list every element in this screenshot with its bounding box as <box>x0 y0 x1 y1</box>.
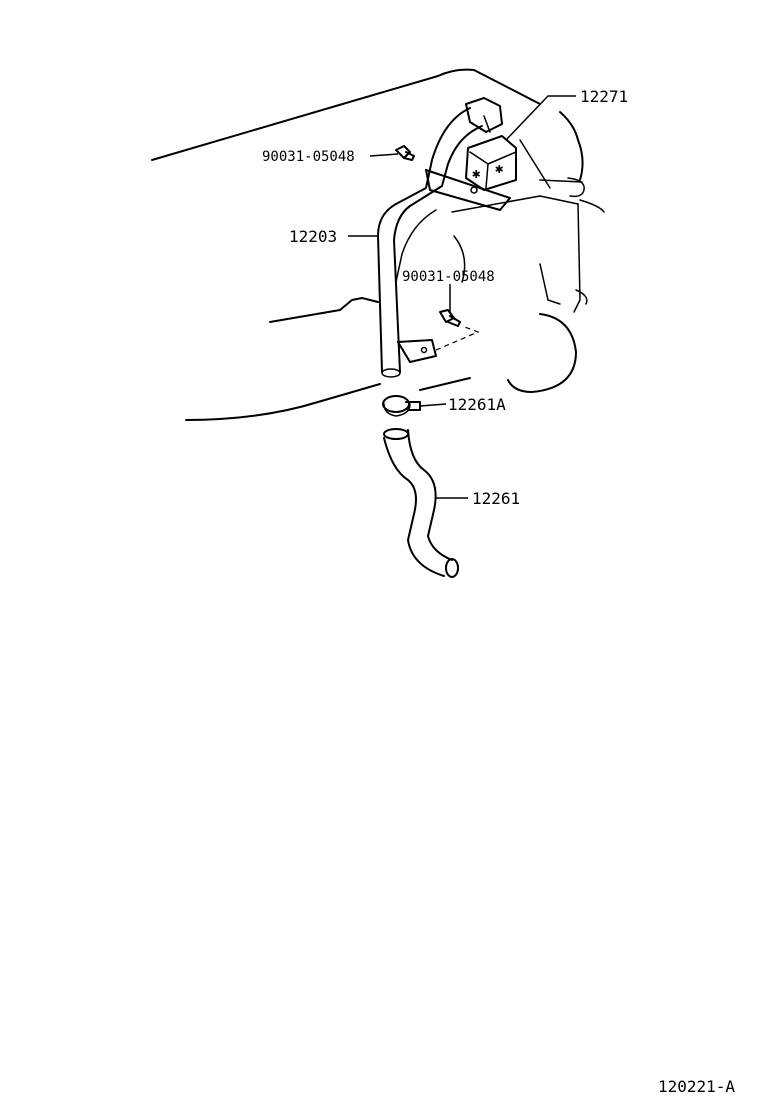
part-label-clamp: 12261A <box>448 395 506 414</box>
part-label-vsv: 12271 <box>580 87 628 106</box>
hose-12261-drawing <box>383 428 459 578</box>
svg-text:✱: ✱ <box>472 166 481 182</box>
vacuum-switching-valve-drawing: ✱ ✱ <box>465 97 517 191</box>
part-label-bolt-upper: 90031-05048 <box>262 149 355 165</box>
part-label-bolt-lower: 90031-05048 <box>402 269 495 285</box>
pipe-12203-drawing <box>377 107 511 378</box>
engine-outline <box>151 68 605 421</box>
illustration-code: 120221-A <box>658 1077 735 1096</box>
part-label-hose: 12261 <box>472 489 520 508</box>
bolt-lower-drawing <box>439 309 461 327</box>
clamp-12261a-drawing <box>382 395 421 417</box>
part-label-pipe: 12203 <box>289 227 337 246</box>
leader-lines <box>348 95 576 499</box>
svg-text:✱: ✱ <box>495 161 504 177</box>
bolt-upper-drawing <box>395 145 415 161</box>
